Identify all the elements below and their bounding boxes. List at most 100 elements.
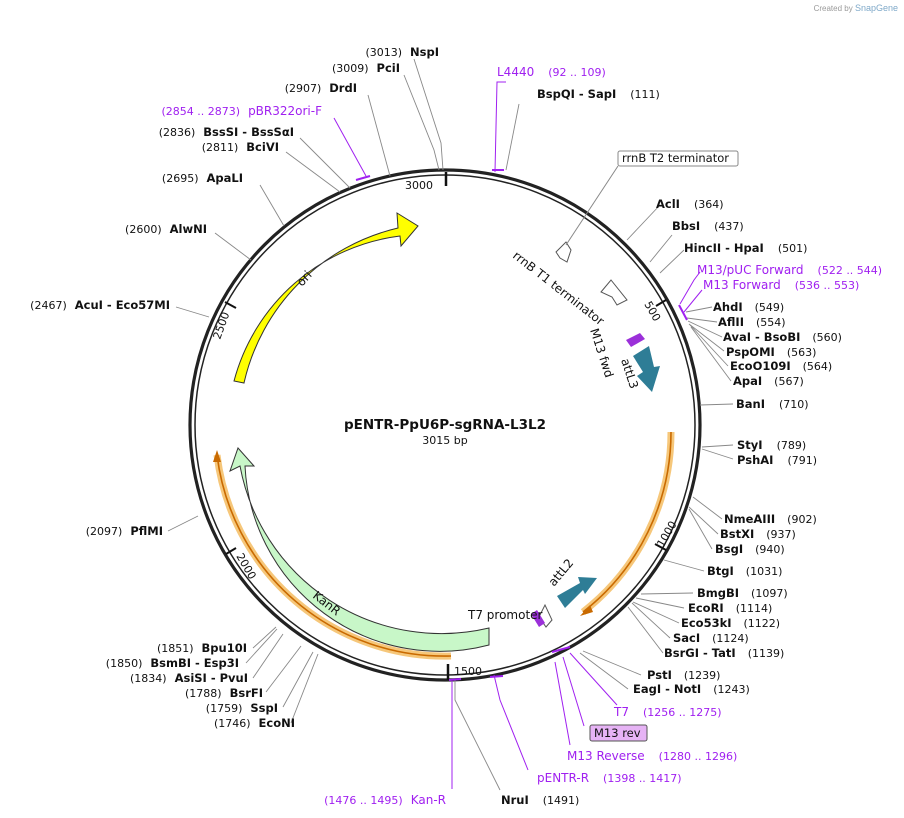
enzyme-alwni[interactable]: (2600)AlwNI — [125, 222, 207, 236]
enzyme-labels-left: (3013)NspI (3009)PciI (2907)DrdI (2836)B… — [30, 45, 439, 730]
kanr-arrow[interactable] — [229, 447, 490, 652]
attl3-feature[interactable]: attL3 — [618, 346, 660, 392]
leader-pentrr — [493, 674, 529, 771]
enzyme-acui[interactable]: (2467)AcuI - Eco57MI — [30, 298, 170, 312]
attl3-arrow[interactable] — [633, 346, 660, 392]
primer-m13puc[interactable]: M13/pUC Forward(522 .. 544) — [697, 263, 882, 277]
enzyme-pshai[interactable]: PshAI(791) — [737, 453, 817, 467]
m13rev-box-group[interactable]: M13 rev — [589, 724, 648, 742]
enzyme-psti[interactable]: PstI(1239) — [647, 668, 720, 682]
m13fwd-arrow[interactable] — [626, 333, 645, 347]
leader-acli — [626, 204, 661, 241]
backbone-outer-circle — [188, 168, 702, 682]
enzyme-avai[interactable]: AvaI - BsoBI(560) — [723, 330, 842, 344]
primer-m13f[interactable]: M13 Forward(536 .. 553) — [703, 278, 859, 292]
enzyme-bcivi[interactable]: (2811)BciVI — [202, 140, 279, 154]
enzyme-bsrgi[interactable]: BsrGI - TatI(1139) — [664, 646, 784, 660]
leader-psti — [582, 650, 642, 676]
enzyme-apai[interactable]: ApaI(567) — [733, 374, 804, 388]
leader-bsrgi — [627, 606, 664, 654]
primer-m13reverse[interactable]: M13 Reverse(1280 .. 1296) — [567, 749, 737, 763]
primer-pentrr[interactable]: pENTR-R(1398 .. 1417) — [537, 771, 682, 785]
enzyme-eco109[interactable]: EcoO109I(564) — [730, 359, 832, 373]
enzyme-saci[interactable]: SacI(1124) — [673, 631, 749, 645]
tick-2000-mark — [225, 547, 237, 555]
watermark-brand: SnapGene — [854, 3, 898, 13]
enzyme-aflii[interactable]: AflII(554) — [718, 315, 786, 329]
m13rev-box — [589, 724, 648, 742]
leader-pflmi — [167, 515, 199, 532]
enzyme-pspomi[interactable]: PspOMI(563) — [726, 345, 816, 359]
leader-bsmbi — [245, 628, 278, 664]
enzyme-bspqi[interactable]: BspQI - SapI(111) — [537, 87, 660, 101]
enzyme-labels-right: BspQI - SapI(111) AclI(364) BbsI(437) Hi… — [501, 87, 842, 807]
rrnb-t2-feature[interactable]: rrnB T2 terminator — [555, 150, 739, 263]
enzyme-apali[interactable]: (2695)ApaLI — [162, 171, 243, 185]
enzyme-bsmbi[interactable]: (1850)BsmBI - Esp3I — [106, 656, 239, 670]
snapgene-watermark: Created by SnapGene — [814, 3, 898, 13]
rrnb-t1-feature[interactable]: rrnB T1 terminator — [510, 248, 628, 328]
orf-left-arrowhead — [213, 450, 221, 462]
ori-feature[interactable]: ori — [233, 212, 419, 384]
tick-500-mark — [655, 299, 667, 307]
attl2-arrow[interactable] — [557, 577, 597, 608]
leader-ahdi — [685, 306, 713, 313]
leader-m13reverse — [554, 661, 571, 746]
attl2-feature[interactable]: attL2 — [546, 556, 597, 608]
enzyme-nmeaiii[interactable]: NmeAIII(902) — [724, 512, 817, 526]
primer-kanr[interactable]: (1476 .. 1495)Kan-R — [324, 793, 446, 807]
leader-econi — [290, 653, 319, 724]
watermark-prefix: Created by — [813, 4, 853, 13]
enzyme-acli[interactable]: AclI(364) — [656, 197, 724, 211]
enzyme-bstxi[interactable]: BstXI(937) — [720, 527, 796, 541]
leader-nmeaiii — [692, 496, 723, 520]
primer-pbr322[interactable]: (2854 .. 2873)pBR322ori-F — [162, 104, 323, 118]
enzyme-ecori[interactable]: EcoRI(1114) — [688, 601, 772, 615]
enzyme-styi[interactable]: StyI(789) — [737, 438, 806, 452]
m13rev-label: M13 rev — [594, 726, 641, 740]
enzyme-bmgbi[interactable]: BmgBI(1097) — [697, 586, 788, 600]
rrnb-t2-arrow[interactable] — [555, 241, 572, 263]
leader-t7 — [569, 652, 618, 706]
leader-bpu10i — [252, 626, 277, 649]
enzyme-hincii[interactable]: HincII - HpaI(501) — [684, 241, 807, 255]
enzyme-drdi[interactable]: (2907)DrdI — [285, 81, 357, 95]
enzyme-bsrfi[interactable]: (1788)BsrFI — [185, 686, 263, 700]
enzyme-bani[interactable]: BanI(710) — [736, 397, 809, 411]
enzyme-bsgi[interactable]: BsgI(940) — [715, 542, 785, 556]
tick-3000-label: 3000 — [405, 179, 433, 192]
ori-arrow[interactable] — [233, 212, 419, 384]
enzyme-asisi[interactable]: (1834)AsiSI - PvuI — [130, 671, 248, 685]
enzyme-bpu10i[interactable]: (1851)Bpu10I — [157, 641, 247, 655]
primer-t7[interactable]: T7(1256 .. 1275) — [613, 705, 722, 719]
rrnb-t2-box — [617, 150, 739, 167]
t7-promoter-feature[interactable]: T7 promoter — [467, 603, 553, 628]
kanr-primer-bar — [448, 678, 462, 681]
attl2-label: attL2 — [546, 556, 577, 589]
enzyme-bbsi[interactable]: BbsI(437) — [672, 219, 744, 233]
leader-pbr322 — [333, 117, 367, 177]
rrnb-t1-arrow[interactable] — [600, 279, 628, 306]
kanr-feature[interactable]: KanR — [229, 447, 490, 652]
primer-l4440[interactable]: L4440(92 .. 109) — [497, 65, 606, 79]
enzyme-eco53ki[interactable]: Eco53kI(1122) — [681, 616, 780, 630]
leader-avai — [687, 320, 723, 338]
enzyme-econi[interactable]: (1746)EcoNI — [214, 716, 295, 730]
enzyme-pflmi[interactable]: (2097)PflMI — [86, 524, 163, 538]
enzyme-ahdi[interactable]: AhdI(549) — [713, 300, 784, 314]
orf-right-arrowhead — [580, 605, 593, 616]
leader-acui — [175, 306, 210, 318]
leader-bsrfi — [265, 645, 302, 693]
m13fwd-label: M13 fwd — [587, 327, 616, 380]
enzyme-nrui[interactable]: NruI(1491) — [501, 793, 579, 807]
enzyme-eagi[interactable]: EagI - NotI(1243) — [633, 682, 750, 696]
enzyme-bsssi[interactable]: (2836)BssSI - BssSαI — [159, 125, 294, 139]
leader-aflii — [686, 317, 718, 323]
leader-bsgi — [688, 508, 713, 550]
enzyme-sspi[interactable]: (1759)SspI — [206, 701, 278, 715]
enzyme-nspi[interactable]: (3013)NspI — [365, 45, 439, 59]
leader-bstxi — [688, 506, 719, 535]
enzyme-pcii[interactable]: (3009)PciI — [332, 61, 400, 75]
enzyme-btgi[interactable]: BtgI(1031) — [707, 564, 782, 578]
